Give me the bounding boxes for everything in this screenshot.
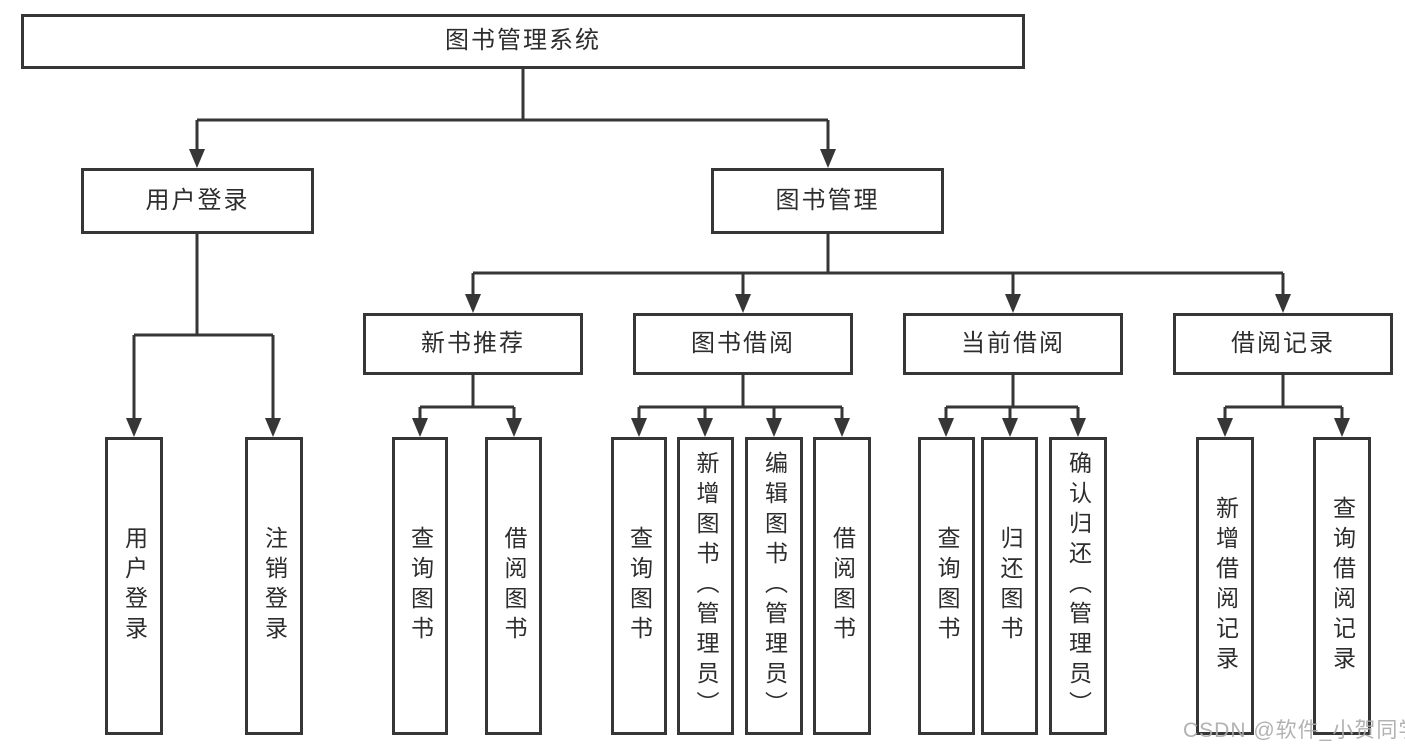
leaf-add-book-admin: 新增图书（管理员） xyxy=(677,437,734,735)
leaf-query-books-borrowing: 查询图书 xyxy=(611,437,667,735)
leaf-query-borrow-record: 查询借阅记录 xyxy=(1313,437,1371,735)
node-borrowing-records: 借阅记录 xyxy=(1173,313,1393,375)
leaf-borrow-books-recommend: 借阅图书 xyxy=(485,437,542,735)
leaf-logout: 注销登录 xyxy=(245,437,303,735)
leaf-borrow-books-borrowing: 借阅图书 xyxy=(813,437,871,735)
leaf-add-borrow-record: 新增借阅记录 xyxy=(1196,437,1254,735)
leaf-confirm-return-admin: 确认归还（管理员） xyxy=(1049,437,1107,735)
node-book-borrowing: 图书借阅 xyxy=(633,313,853,375)
node-new-book-recommendation: 新书推荐 xyxy=(363,313,583,375)
leaf-user-login: 用户登录 xyxy=(105,437,163,735)
node-book-management: 图书管理 xyxy=(711,168,944,234)
arrowheads xyxy=(126,149,1350,437)
node-user-login: 用户登录 xyxy=(81,168,314,234)
node-library-management-system: 图书管理系统 xyxy=(21,14,1025,69)
csdn-watermark: CSDN @软件_小贺同学 xyxy=(1183,719,1405,742)
leaf-query-books-recommend: 查询图书 xyxy=(392,437,448,735)
leaf-edit-book-admin: 编辑图书（管理员） xyxy=(745,437,803,735)
leaf-query-books-current: 查询图书 xyxy=(918,437,975,735)
leaf-return-books: 归还图书 xyxy=(981,437,1038,735)
node-current-borrowing: 当前借阅 xyxy=(903,313,1123,375)
